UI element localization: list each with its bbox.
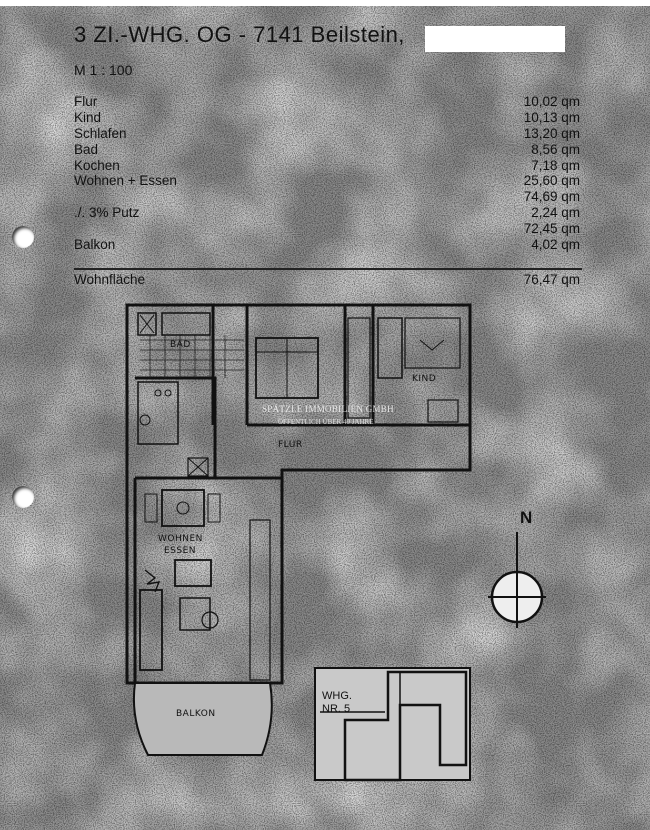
room-name: Wohnen + Essen <box>74 173 177 189</box>
plant-icon <box>144 569 161 593</box>
total-divider <box>74 268 582 270</box>
sink-bad <box>137 312 157 336</box>
plan-wall <box>135 376 217 480</box>
label-flur: FLUR <box>278 440 303 450</box>
stove-burner <box>154 389 162 397</box>
room-area: 10,02 qm <box>523 94 580 109</box>
room-name: Schlafen <box>74 125 127 141</box>
sofa <box>139 589 163 671</box>
redaction-box <box>425 26 565 52</box>
scale-label: M 1 : 100 <box>74 62 133 78</box>
room-name: Balkon <box>74 237 116 253</box>
stove-burner <box>164 389 172 397</box>
area-row-kochen: Kochen 7,18 qm <box>74 158 580 174</box>
bath-tiles <box>140 335 244 378</box>
area-row-flur: Flur 10,02 qm <box>74 94 580 110</box>
coffee-table <box>179 597 211 631</box>
plan-outer-wall <box>125 303 472 685</box>
room-name: Bad <box>74 141 99 157</box>
room-name: Flur <box>74 94 98 109</box>
north-arrow-label: N <box>520 508 533 527</box>
label-bad: BAD <box>170 340 191 350</box>
sofa <box>174 559 212 587</box>
room-area: 72,45 qm <box>523 221 580 237</box>
room-area: 10,13 qm <box>523 109 580 125</box>
neighbor-unit-label: WHG. NR. 5 <box>322 690 352 716</box>
balcony <box>132 682 273 756</box>
room-area: 13,20 qm <box>523 125 580 141</box>
document-title: 3 ZI.-WHG. OG - 7141 Beilstein, <box>74 22 405 47</box>
neighbor-unit-line1: WHG. <box>322 690 352 702</box>
room-name: ./. 3% Putz <box>74 205 140 221</box>
kitchen-counter <box>137 381 179 445</box>
label-wohnen: WOHNEN <box>158 534 203 544</box>
area-row-kind: Kind 10,13 qm <box>74 110 580 126</box>
room-area: 25,60 qm <box>523 173 580 189</box>
label-essen: ESSEN <box>164 546 197 556</box>
area-row-subtotal: 74,69 qm <box>74 189 580 205</box>
watermark-subtext: ÖFFENTLICH ÜBER 40 JAHRE <box>278 418 374 426</box>
punch-hole-bottom <box>12 486 34 508</box>
watermark-text: SPÄTZLE IMMOBILIEN GMBH <box>262 404 394 414</box>
area-row-net: 72,45 qm <box>74 221 580 237</box>
total-label: Wohnfläche <box>74 272 146 287</box>
room-area: 2,24 qm <box>531 205 580 221</box>
area-row-bad: Bad 8,56 qm <box>74 142 580 158</box>
room-area: 4,02 qm <box>531 237 580 253</box>
room-area: 74,69 qm <box>523 189 580 205</box>
punch-hole-top <box>12 226 34 248</box>
area-table: Flur 10,02 qm Kind 10,13 qm Schlafen 13,20 … <box>74 94 580 253</box>
total-area: 76,47 qm <box>523 272 580 287</box>
label-kind: KIND <box>412 374 437 384</box>
room-area: 8,56 qm <box>531 141 580 157</box>
area-row-total: Wohnfläche 76,47 qm <box>74 272 580 288</box>
neighbor-unit-line2: NR. 5 <box>322 703 351 715</box>
sink-kitchen <box>139 414 151 426</box>
sideboard <box>249 519 271 681</box>
room-name: Kochen <box>74 157 120 173</box>
bathtub <box>161 312 211 336</box>
room-area: 7,18 qm <box>531 157 580 173</box>
area-row-schlafen: Schlafen 13,20 qm <box>74 126 580 142</box>
single-bed <box>377 317 403 379</box>
area-row-wohnen: Wohnen + Essen 25,60 qm <box>74 173 580 189</box>
area-row-putz: ./. 3% Putz 2,24 qm <box>74 205 580 221</box>
label-balkon: BALKON <box>176 709 216 719</box>
dining-table <box>161 489 205 527</box>
key-plan-frame <box>314 667 471 781</box>
room-name: Kind <box>74 109 102 125</box>
area-row-balkon: Balkon 4,02 qm <box>74 237 580 253</box>
